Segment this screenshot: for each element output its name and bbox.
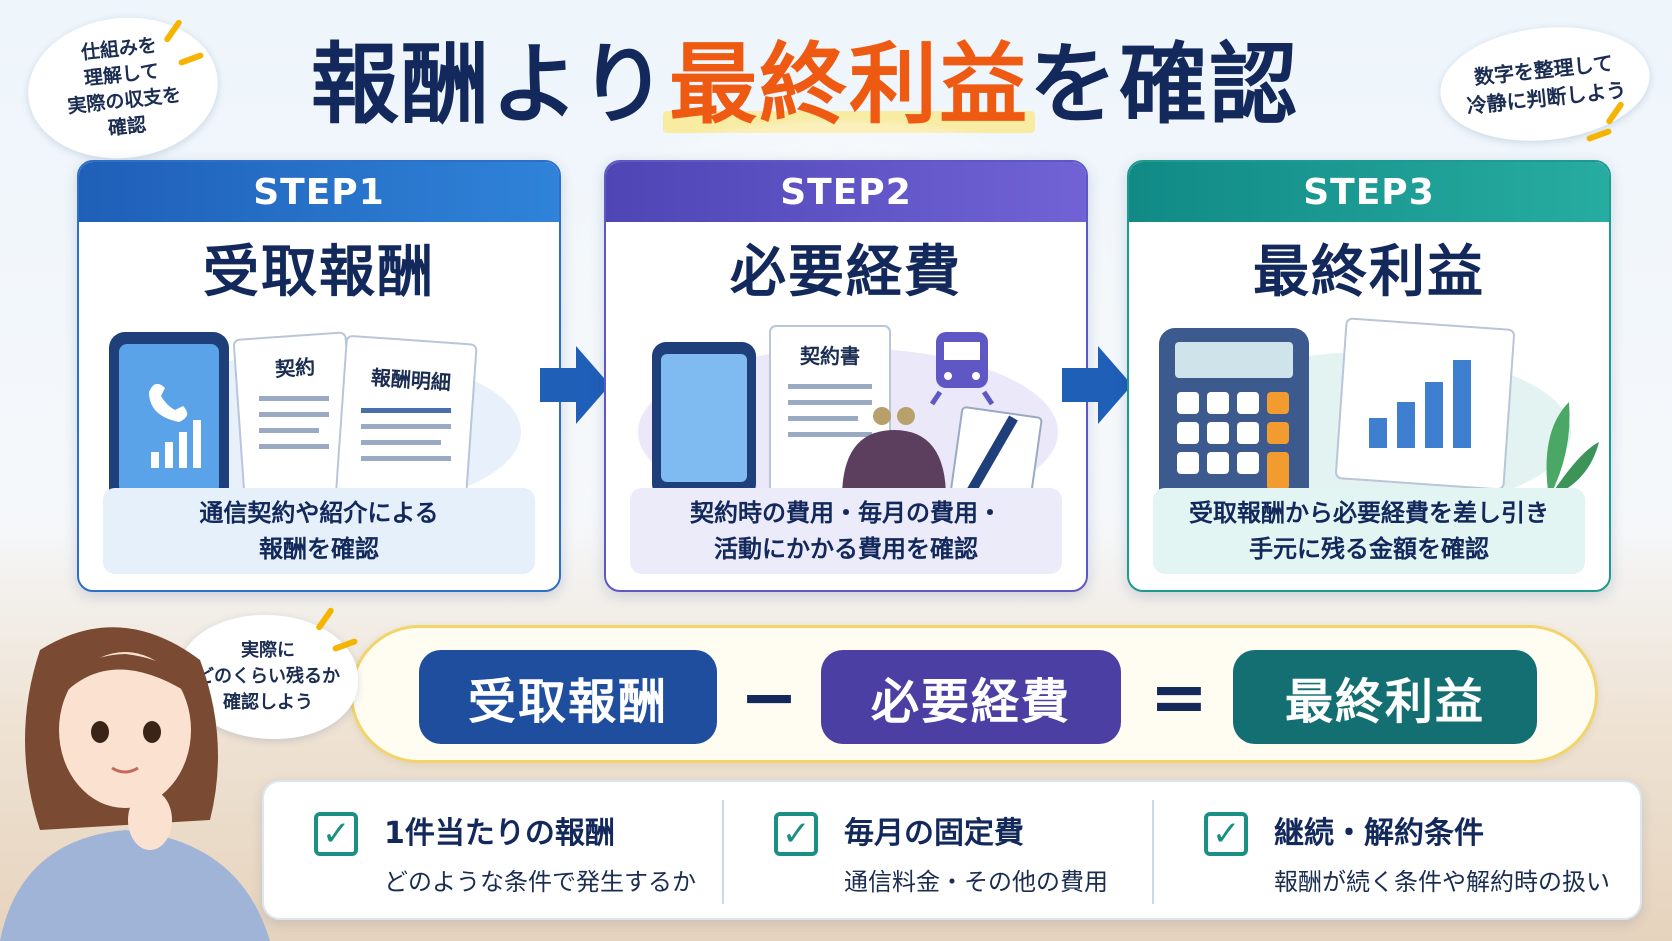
leaf-icon (1546, 402, 1599, 498)
checklist-item: ✓ 毎月の固定費 通信料金・その他の費用 (774, 800, 1134, 904)
formula-panel: 受取報酬 − 必要経費 = 最終利益 (350, 625, 1598, 763)
bar-chart-document-icon (1335, 317, 1515, 491)
step2-doc1-label: 契約書 (800, 344, 860, 368)
speech-bubble-top-right-text: 数字を整理して 冷静に判断しよう (1465, 50, 1628, 119)
formula-expenses: 必要経費 (821, 650, 1121, 744)
formula-profit: 最終利益 (1233, 650, 1537, 744)
step3-header: STEP3 (1129, 162, 1609, 222)
checklist-item-title: 継続・解約条件 (1274, 816, 1484, 851)
calculator-icon (1159, 328, 1309, 506)
arrow-right-icon (540, 346, 610, 424)
step1-illustration-svg (109, 331, 521, 513)
coin-purse-icon (842, 407, 946, 498)
step1-illustration: 契約 報酬明細 (79, 312, 559, 513)
step3-description: 受取報酬から必要経費を差し引き 手元に残る金額を確認 (1153, 488, 1585, 574)
step2-illustration: 契約書 (606, 312, 1086, 516)
step1-doc2-label: 報酬明細 (370, 365, 452, 395)
checklist-item-subtitle: 報酬が続く条件や解約時の扱い (1274, 868, 1610, 896)
formula-revenue: 受取報酬 (419, 650, 717, 744)
step1-header: STEP1 (79, 162, 559, 222)
arrow-right-icon (1062, 346, 1132, 424)
checkbox-icon: ✓ (1204, 812, 1248, 856)
checklist-panel: ✓ 1件当たりの報酬 どのような条件で発生するか ✓ 毎月の固定費 通信料金・そ… (262, 780, 1642, 920)
checklist-item-subtitle: 通信料金・その他の費用 (844, 868, 1108, 896)
step1-doc1-label: 契約 (274, 354, 316, 382)
checklist-item-title: 毎月の固定費 (844, 816, 1024, 851)
smartphone-icon (652, 342, 756, 498)
document-icon (334, 335, 478, 513)
speech-bubble-top-right: 数字を整理して 冷静に判断しよう (1434, 17, 1656, 151)
title-part2: を確認 (1029, 32, 1300, 136)
title-part1: 報酬より (310, 32, 670, 136)
checkbox-icon: ✓ (314, 812, 358, 856)
checklist-item-subtitle: どのような条件で発生するか (384, 868, 696, 896)
woman-illustration (0, 627, 270, 941)
divider (722, 800, 724, 904)
checklist-item: ✓ 継続・解約条件 報酬が続く条件や解約時の扱い (1204, 800, 1624, 904)
step2-card: STEP2 必要経費 (604, 160, 1088, 592)
train-icon (929, 332, 995, 406)
checklist-item: ✓ 1件当たりの報酬 どのような条件で発生するか (314, 800, 696, 904)
divider (1152, 800, 1154, 904)
checkbox-icon: ✓ (774, 812, 818, 856)
step3-illustration-svg (1159, 317, 1599, 512)
title-accent: 最終利益 (663, 14, 1036, 141)
step3-illustration (1129, 312, 1609, 512)
step1-title: 受取報酬 (203, 240, 435, 305)
step1-card: STEP1 受取報酬 (77, 160, 561, 592)
page-title: 報酬より 最終利益 を確認 (250, 22, 1360, 136)
speech-bubble-top-left: 仕組みを 理解して 実際の収支を 確認 (21, 8, 225, 168)
minus-operator: − (739, 656, 799, 738)
sparkle-icon (315, 606, 335, 632)
checklist-item-title: 1件当たりの報酬 (384, 816, 615, 851)
step2-title: 必要経費 (730, 240, 962, 305)
speech-bubble-top-left-text: 仕組みを 理解して 実際の収支を 確認 (66, 34, 183, 140)
step1-description: 通信契約や紹介による 報酬を確認 (103, 488, 535, 574)
step2-header: STEP2 (606, 162, 1086, 222)
equals-operator: = (1149, 656, 1209, 738)
step3-card: STEP3 最終利益 (1127, 160, 1611, 592)
step2-description: 契約時の費用・毎月の費用・ 活動にかかる費用を確認 (630, 488, 1062, 574)
notebook-pen-icon (949, 406, 1043, 508)
smartphone-icon (109, 332, 229, 510)
step2-illustration-svg (638, 325, 1058, 516)
speech-bubble-middle-text: 実際に どのくらい残るか 確認しよう (196, 640, 340, 713)
step3-title: 最終利益 (1253, 240, 1485, 305)
